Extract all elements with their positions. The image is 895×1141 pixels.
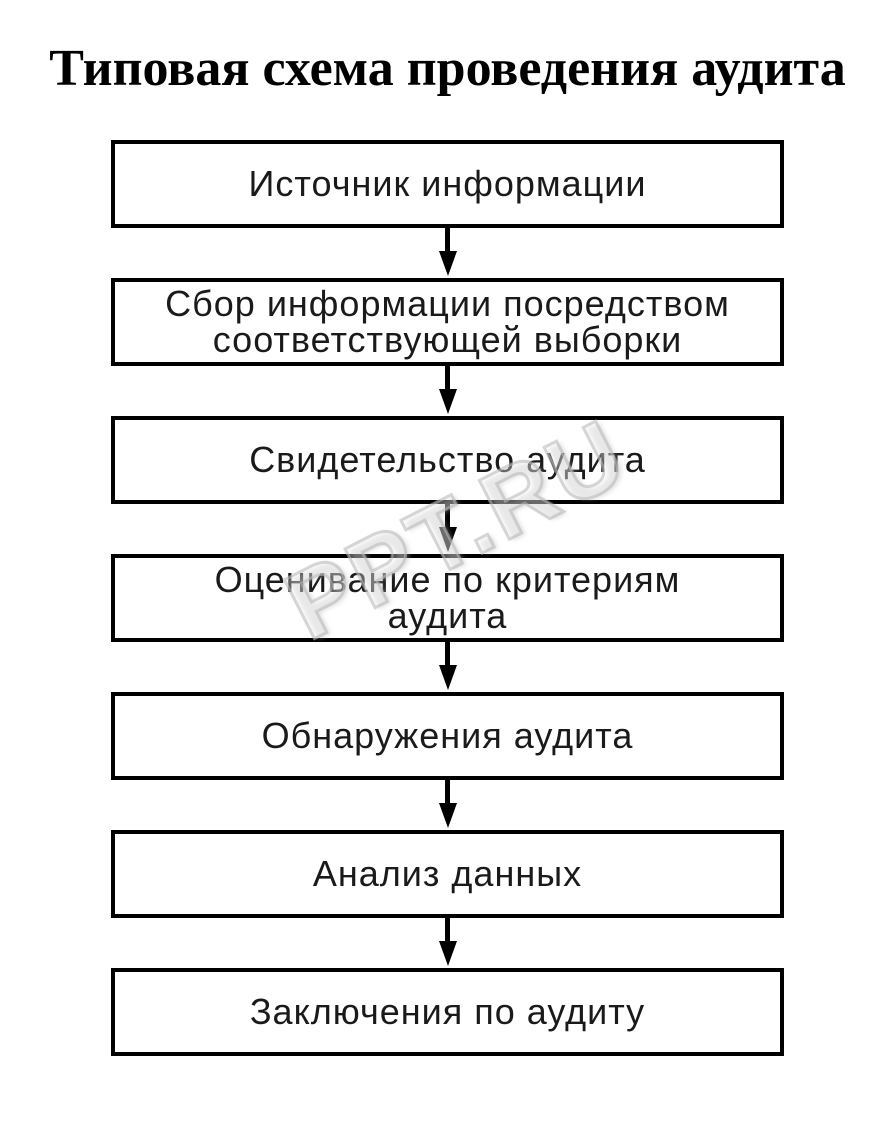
flow-step-collection: Сбор информации посредством соответствую…: [111, 278, 784, 366]
flow-step-evaluation: Оценивание по критериям аудита: [111, 554, 784, 642]
flow-step-label: Обнаружения аудита: [261, 715, 634, 756]
flow-step-label: Сбор информации посредством соответствую…: [165, 283, 730, 360]
flow-step-conclusions: Заключения по аудиту: [111, 968, 784, 1056]
down-arrow-icon: [438, 504, 457, 554]
down-arrow-icon: [438, 366, 457, 416]
flow-step-source: Источник информации: [111, 140, 784, 228]
arrow-head: [438, 941, 457, 966]
flow-step-evidence: Свидетельство аудита: [111, 416, 784, 504]
arrow-stem: [445, 642, 450, 665]
flow-step-label: Свидетельство аудита: [249, 439, 646, 480]
arrow-head: [438, 803, 457, 828]
arrow-head: [438, 251, 457, 276]
arrow-stem: [445, 228, 450, 251]
down-arrow-icon: [438, 642, 457, 692]
down-arrow-icon: [438, 918, 457, 968]
arrow-head: [438, 665, 457, 690]
flow-step-findings: Обнаружения аудита: [111, 692, 784, 780]
arrow-stem: [445, 504, 450, 527]
flowchart: Источник информации Сбор информации поср…: [111, 140, 784, 1056]
flow-step-label: Оценивание по критериям аудита: [214, 559, 681, 636]
flow-step-label: Источник информации: [248, 163, 647, 204]
flow-step-label: Заключения по аудиту: [249, 991, 646, 1032]
arrow-stem: [445, 366, 450, 389]
arrow-head: [438, 527, 457, 552]
flow-step-analysis: Анализ данных: [111, 830, 784, 918]
flow-step-label: Анализ данных: [312, 853, 583, 894]
down-arrow-icon: [438, 228, 457, 278]
page-title: Типовая схема проведения аудита: [49, 40, 846, 97]
down-arrow-icon: [438, 780, 457, 830]
arrow-stem: [445, 918, 450, 941]
arrow-stem: [445, 780, 450, 803]
arrow-head: [438, 389, 457, 414]
